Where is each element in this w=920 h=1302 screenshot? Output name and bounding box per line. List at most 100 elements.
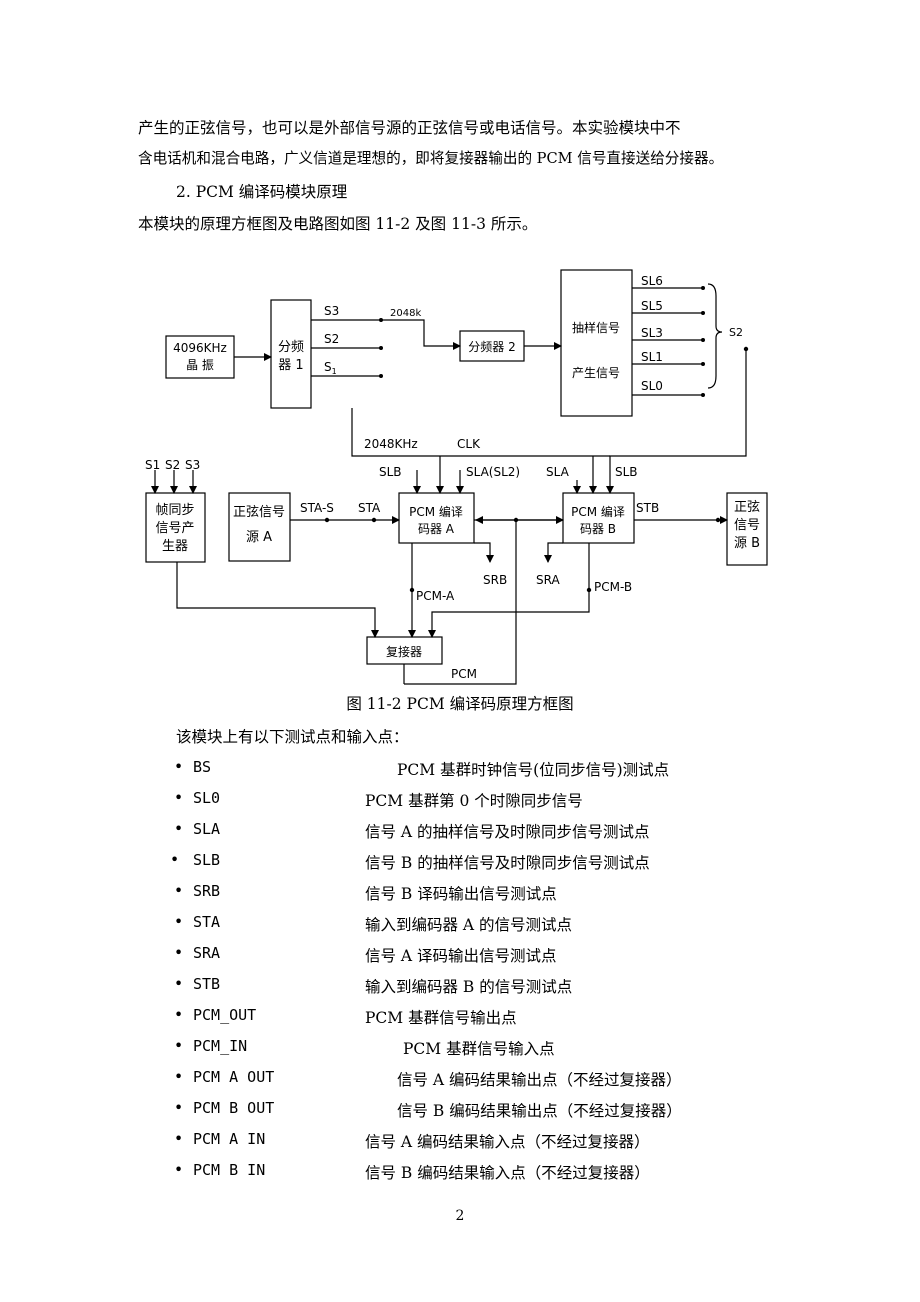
slb-a-label: SLB bbox=[379, 465, 402, 479]
test-point-description: 信号 B 译码输出信号测试点 bbox=[365, 885, 557, 903]
sta-s-label: STA-S bbox=[300, 501, 334, 515]
source-a-label-1: 正弦信号 bbox=[233, 504, 285, 520]
sampling-label-2: 产生信号 bbox=[572, 366, 620, 380]
sl1-label: SL1 bbox=[641, 350, 663, 364]
test-point-name: PCM B OUT bbox=[193, 1099, 275, 1117]
page-number: 2 bbox=[455, 1208, 465, 1224]
test-point-row: • PCM_IN PCM 基群信号输入点 bbox=[0, 1037, 920, 1061]
test-point-name: PCM A OUT bbox=[193, 1068, 275, 1086]
test-point-name: SRA bbox=[193, 944, 221, 962]
sl3-label: SL3 bbox=[641, 326, 663, 340]
test-point-description: 输入到编码器 A 的信号测试点 bbox=[365, 916, 573, 934]
pcm-block-diagram: 4096KHz 晶 振 分频 器 1 S3 S2 S1 2048k 分频器 2 … bbox=[145, 269, 768, 685]
section-heading: 2. PCM 编译码模块原理 bbox=[176, 183, 348, 201]
s2-right-label: S2 bbox=[729, 326, 743, 339]
mux-label: 复接器 bbox=[386, 644, 422, 659]
oscillator-label-2: 晶 振 bbox=[186, 358, 214, 372]
s3-label: S3 bbox=[324, 304, 339, 318]
frame-sync-label-2: 信号产 bbox=[155, 521, 194, 536]
paragraph-line-3: 本模块的原理方框图及电路图如图 11-2 及图 11-3 所示。 bbox=[138, 215, 538, 233]
figure-caption: 图 11-2 PCM 编译码原理方框图 bbox=[346, 695, 574, 713]
codec-b-label-2: 码器 B bbox=[580, 522, 616, 536]
sra-label: SRA bbox=[536, 573, 560, 587]
test-point-name: BS bbox=[193, 758, 212, 776]
test-point-description: PCM 基群信号输入点 bbox=[403, 1040, 555, 1058]
s1-label: S1 bbox=[324, 360, 337, 376]
bullet-icon: • bbox=[174, 913, 184, 931]
test-point-name: PCM_IN bbox=[193, 1037, 248, 1055]
source-a-label-2: 源 A bbox=[246, 530, 272, 545]
test-point-name: SLB bbox=[193, 851, 221, 869]
test-point-description: 信号 B 编码结果输入点（不经过复接器） bbox=[365, 1164, 650, 1182]
test-points-intro: 该模块上有以下测试点和输入点： bbox=[176, 728, 409, 746]
test-point-description: 信号 A 的抽样信号及时隙同步信号测试点 bbox=[365, 823, 650, 841]
test-point-description: 信号 A 译码输出信号测试点 bbox=[365, 947, 557, 965]
test-point-row: • STA 输入到编码器 A 的信号测试点 bbox=[0, 913, 920, 937]
test-point-name: PCM B IN bbox=[193, 1161, 266, 1179]
frame-sync-label-3: 生器 bbox=[162, 539, 188, 554]
divider-2-label: 分频器 2 bbox=[468, 340, 515, 354]
bullet-icon: • bbox=[170, 851, 180, 869]
frame-sync-label-1: 帧同步 bbox=[155, 503, 194, 518]
freq-2048k-label: 2048k bbox=[390, 308, 421, 319]
test-point-name: STB bbox=[193, 975, 221, 993]
pcm-a-label: PCM-A bbox=[416, 589, 455, 603]
test-point-description: PCM 基群第 0 个时隙同步信号 bbox=[365, 792, 583, 810]
sl6-label: SL6 bbox=[641, 274, 663, 288]
source-b-label-3: 源 B bbox=[734, 536, 760, 551]
bullet-icon: • bbox=[174, 1161, 184, 1179]
clock-2048khz-label: 2048KHz bbox=[364, 437, 418, 451]
s2-label: S2 bbox=[324, 332, 339, 346]
sine-source-b-block bbox=[726, 492, 768, 566]
slb-b-label: SLB bbox=[615, 465, 638, 479]
test-point-description: PCM 基群时钟信号(位同步信号)测试点 bbox=[397, 761, 670, 779]
sl0-label: SL0 bbox=[641, 379, 663, 393]
codec-a-label-1: PCM 编译 bbox=[409, 504, 463, 519]
bullet-icon: • bbox=[174, 820, 184, 838]
divider-1-label-1: 分频 bbox=[278, 340, 304, 355]
source-b-label-2: 信号 bbox=[734, 518, 760, 533]
test-point-name: PCM_OUT bbox=[193, 1006, 257, 1024]
sla-b-label: SLA bbox=[546, 465, 570, 479]
test-point-description: 输入到编码器 B 的信号测试点 bbox=[365, 978, 573, 996]
codec-a-label-2: 码器 A bbox=[418, 522, 455, 536]
test-point-description: 信号 A 编码结果输入点（不经过复接器） bbox=[365, 1133, 650, 1151]
test-point-name: STA bbox=[193, 913, 221, 931]
codec-b-label-1: PCM 编译 bbox=[571, 504, 625, 519]
test-point-row: • STB 输入到编码器 B 的信号测试点 bbox=[0, 975, 920, 999]
bullet-icon: • bbox=[174, 789, 184, 807]
bullet-icon: • bbox=[174, 944, 184, 962]
test-point-name: SLA bbox=[193, 820, 221, 838]
sta-label: STA bbox=[358, 501, 381, 515]
test-point-description: 信号 B 的抽样信号及时隙同步信号测试点 bbox=[365, 854, 650, 872]
test-point-row: • SLA 信号 A 的抽样信号及时隙同步信号测试点 bbox=[0, 820, 920, 844]
source-b-label-1: 正弦 bbox=[734, 499, 760, 515]
srb-label: SRB bbox=[483, 573, 507, 587]
test-point-name: PCM A IN bbox=[193, 1130, 266, 1148]
oscillator-label-1: 4096KHz bbox=[173, 341, 227, 355]
test-point-row: • PCM B OUT 信号 B 编码结果输出点（不经过复接器） bbox=[0, 1099, 920, 1123]
test-point-row: • PCM B IN 信号 B 编码结果输入点（不经过复接器） bbox=[0, 1161, 920, 1185]
bullet-icon: • bbox=[174, 1068, 184, 1086]
bullet-icon: • bbox=[174, 882, 184, 900]
paragraph-line-1: 产生的正弦信号，也可以是外部信号源的正弦信号或电话信号。本实验模块中不 bbox=[138, 119, 681, 137]
sync-input-s1: S1 bbox=[145, 458, 160, 472]
bullet-icon: • bbox=[174, 1037, 184, 1055]
sl5-label: SL5 bbox=[641, 299, 663, 313]
test-point-description: 信号 B 编码结果输出点（不经过复接器） bbox=[397, 1102, 682, 1120]
bullet-icon: • bbox=[174, 1099, 184, 1117]
stb-label: STB bbox=[636, 501, 659, 515]
pcm-b-label: PCM-B bbox=[594, 580, 632, 594]
bullet-icon: • bbox=[174, 975, 184, 993]
test-point-row: • SLB 信号 B 的抽样信号及时隙同步信号测试点 bbox=[0, 851, 920, 875]
bullet-icon: • bbox=[174, 1006, 184, 1024]
sampling-label-1: 抽样信号 bbox=[572, 320, 620, 335]
sampling-signal-block bbox=[560, 269, 633, 417]
clk-label: CLK bbox=[457, 437, 481, 451]
